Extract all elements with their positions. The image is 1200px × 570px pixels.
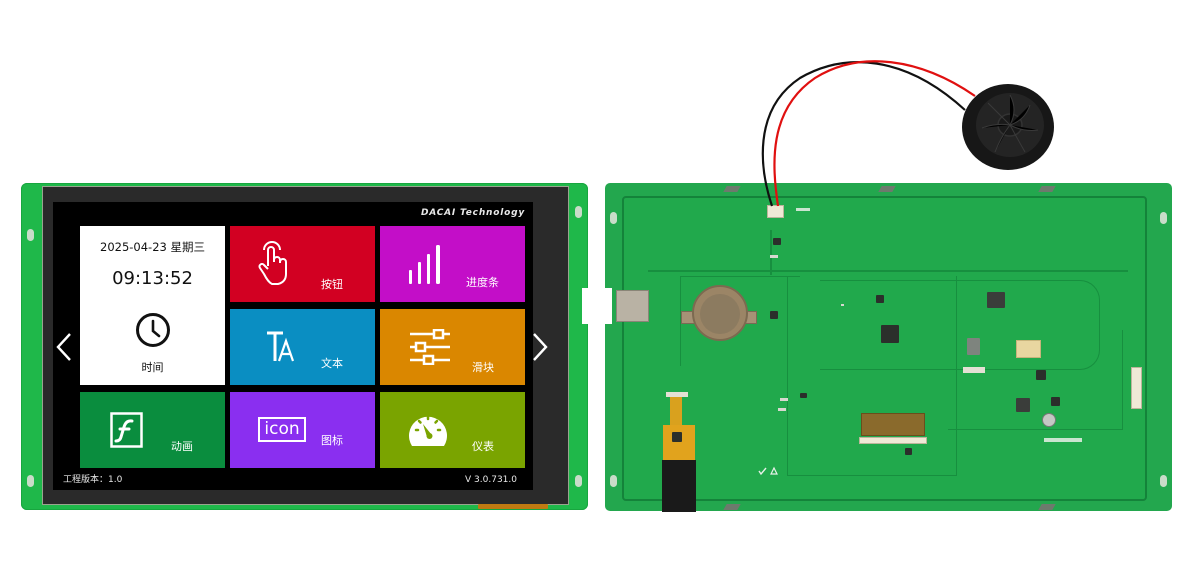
pcb-trace: [948, 330, 1123, 430]
touch-fpc: [670, 397, 682, 425]
date-text: 2025-04-23 星期三: [100, 240, 205, 254]
small-fpc-connector: [963, 367, 985, 373]
inductor: [1016, 398, 1030, 412]
tile-label: 图标: [321, 434, 343, 447]
lcd-screen: DACAI Technology 2025-04-23 星期三 09:13:52…: [53, 202, 548, 490]
certification-marks-icon: [758, 466, 778, 476]
touch-fpc: [663, 425, 695, 461]
display-fpc: [478, 504, 548, 509]
mount-hole: [1160, 212, 1167, 224]
gauge-icon: [409, 415, 447, 446]
clock-tile[interactable]: 2025-04-23 星期三 09:13:52 时间: [80, 226, 225, 385]
tile-label: 文本: [321, 357, 343, 370]
tile-label: 按钮: [321, 278, 343, 291]
tile-label: 仪表: [472, 440, 494, 453]
tile-animation[interactable]: 动画: [80, 392, 225, 468]
smd-part: [841, 304, 844, 306]
silkscreen-label: [1044, 438, 1082, 442]
mount-hole: [27, 475, 34, 487]
tile-text[interactable]: 文本: [230, 309, 375, 385]
brand-text: DACAI Technology: [420, 208, 525, 218]
time-text: 09:13:52: [112, 268, 193, 289]
coin-cell: [700, 294, 740, 334]
capacitor: [1042, 413, 1056, 427]
pcb-trace: [648, 270, 1128, 272]
pcb-trace: [680, 276, 800, 366]
mount-hole: [610, 475, 617, 487]
smd-part: [770, 255, 778, 258]
speaker-connector: [767, 205, 784, 218]
mount-hole: [575, 475, 582, 487]
sliders-icon: [410, 329, 450, 365]
project-version: 工程版本：1.0: [63, 475, 123, 485]
chip: [876, 295, 884, 303]
chevron-left-icon[interactable]: [55, 332, 73, 362]
inductor: [987, 292, 1005, 308]
chip: [800, 393, 807, 398]
speaker-wire-red: [773, 60, 976, 207]
flash-icon: [110, 412, 143, 448]
touch-connector: [666, 392, 688, 397]
firmware-version: V 3.0.731.0: [465, 475, 517, 485]
clock-label: 时间: [141, 361, 164, 374]
text-ta-icon: [267, 331, 295, 362]
mount-hole: [1160, 475, 1167, 487]
amp-chip: [773, 238, 781, 245]
speaker-wire-black: [761, 61, 966, 207]
main-mcu: [881, 325, 899, 343]
crystal: [967, 338, 980, 355]
tile-label: 滑块: [472, 361, 494, 374]
pcb-trace: [787, 276, 957, 476]
chevron-right-icon[interactable]: [531, 332, 549, 362]
chip: [905, 448, 912, 455]
rtc-chip: [770, 311, 778, 319]
fpc-ribbon: [861, 413, 925, 436]
clock-icon: [136, 313, 170, 347]
smd-part: [778, 408, 786, 411]
tile-label: 进度条: [466, 276, 499, 289]
chip: [1051, 397, 1060, 406]
mount-hole: [575, 206, 582, 218]
touch-controller-chip: [672, 432, 682, 442]
tile-label: 动画: [171, 440, 193, 453]
chip: [1036, 370, 1046, 380]
tile-icon[interactable]: icon 图标: [230, 392, 375, 468]
touch-fpc-stiffener: [662, 460, 696, 512]
tile-gauge[interactable]: 仪表: [380, 392, 525, 468]
silkscreen-label: [796, 208, 810, 211]
sd-card-slot: [616, 290, 649, 322]
fpc-connector: [859, 437, 927, 444]
tile-progress-bar[interactable]: 进度条: [380, 226, 525, 302]
tile-slider[interactable]: 滑块: [380, 309, 525, 385]
touch-hand-icon: [258, 241, 287, 285]
button-cell-connector: [1016, 340, 1041, 358]
pcb-trace: [820, 280, 1100, 370]
smd-part: [780, 398, 788, 401]
icon-box-icon: icon: [258, 417, 306, 442]
pcb-trace: [770, 230, 772, 275]
tile-button[interactable]: 按钮: [230, 226, 375, 302]
mount-hole: [610, 212, 617, 224]
signal-bars-icon: [409, 245, 440, 284]
board-cutout: [582, 288, 612, 324]
pcb-ground-plane: [622, 196, 1147, 501]
power-connector: [1131, 367, 1142, 409]
mount-hole: [27, 229, 34, 241]
